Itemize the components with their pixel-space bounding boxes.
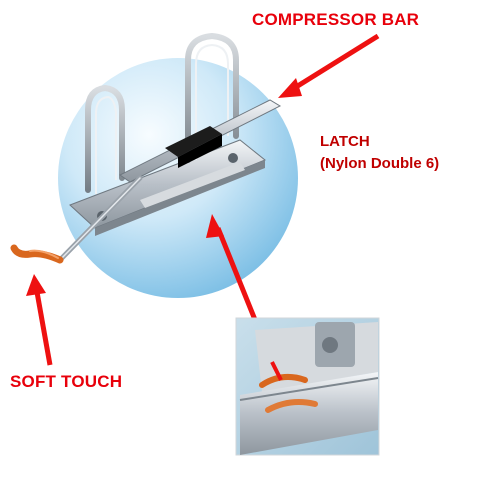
binder-mechanism: [57, 32, 282, 263]
latch-label: LATCH (Nylon Double 6): [320, 131, 439, 175]
compressor-bar-arrow: [278, 33, 380, 98]
soft-touch-arrow: [26, 274, 53, 366]
compressor-bar-label: COMPRESSOR BAR: [252, 10, 420, 29]
latch-detail: (Nylon Double 6): [320, 155, 440, 172]
latch-title: LATCH: [320, 133, 370, 150]
soft-touch-label: SOFT TOUCH: [10, 372, 123, 391]
soft-touch-closeup: [235, 317, 380, 456]
soft-touch-lever-tip: [10, 244, 64, 264]
